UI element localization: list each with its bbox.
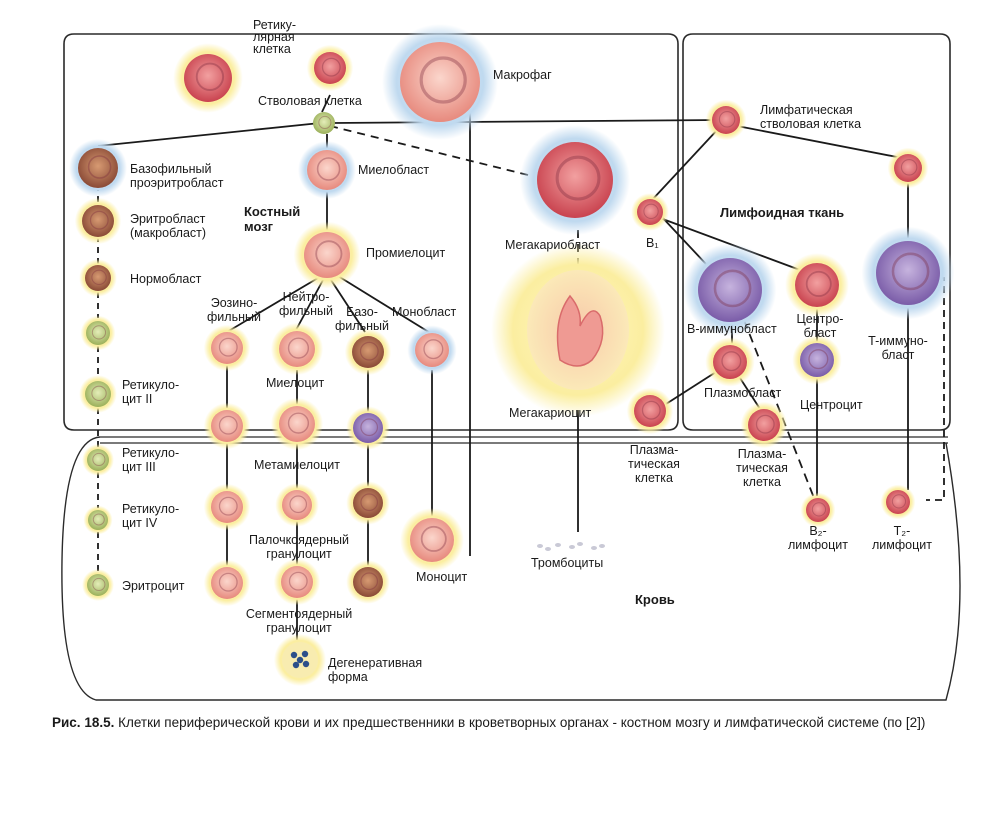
basophilic-proerythroblast-label: Базофильный проэритробласт [130, 162, 224, 190]
eosinophilic-band-illustration [203, 483, 251, 531]
plasma-cell-1-label: Плазма- тическая клетка [628, 443, 680, 485]
basophilic-band-illustration [346, 481, 390, 525]
neutrophilic-segmented-illustration [273, 558, 321, 606]
figure-number: Рис. 18.5. [52, 715, 115, 730]
macrophage-label: Макрофаг [493, 68, 552, 82]
myelocyte-label: Миелоцит [266, 376, 325, 390]
basophilic-segmented-illustration [346, 560, 390, 604]
reticular-cell-label: Ретику- лярная клетка [253, 18, 297, 56]
t-immunoblast-label: T-иммуно- бласт [868, 334, 928, 362]
centroblast-label: Центро- бласт [796, 312, 844, 340]
promyelocyte-illustration [293, 221, 361, 289]
eosinophilic-metamyelocyte-illustration [203, 402, 251, 450]
normoblast-label: Нормобласт [130, 272, 202, 286]
neutrophilic-label: Нейтро- фильный [279, 290, 333, 318]
basophilic-myelocyte-illustration [344, 328, 392, 376]
bone-marrow-frame [63, 33, 679, 431]
blood-label: Кровь [635, 592, 675, 607]
basophilic-label: Базо- фильный [335, 305, 389, 333]
segmented-granulocyte-label: Сегментоядерный гранулоцит [245, 607, 353, 635]
neutrophilic-metamyelocyte-illustration [270, 397, 324, 451]
plasmoblast-label: Плазмобласт [704, 386, 782, 400]
reticular-cell-illustration [173, 43, 243, 113]
myeloblast-label: Миелобласт [358, 163, 430, 177]
t2-lymphocyte-label: T₂- лимфоцит [872, 524, 932, 552]
plasma-cell-2-label: Плазма- тическая клетка [736, 447, 788, 489]
eosinophilic-label: Эозино- фильный [207, 296, 261, 324]
neutrophilic-myelocyte-illustration [270, 322, 324, 376]
lymphocyte-t-precursor-illustration [887, 147, 929, 189]
eosinophilic-myelocyte-illustration [203, 324, 251, 372]
degenerative-form-label: Дегенеративная форма [328, 656, 423, 684]
centrocyte-label: Центроцит [800, 398, 863, 412]
lymphoid-tissue-frame [682, 33, 951, 431]
basophilic-proerythroblast-illustration [69, 139, 127, 197]
eosinophilic-segmented-illustration [203, 559, 251, 607]
cells [69, 24, 955, 687]
reticulocyte-3-label: Ретикуло- цит III [122, 446, 180, 474]
stem-cell-illustration [313, 112, 335, 134]
lymphatic-stem-cell-illustration [705, 99, 747, 141]
megakaryocyte-illustration [491, 243, 665, 417]
b2-lymphocyte-illustration [800, 492, 836, 528]
reticulocyte-4-illustration [83, 505, 113, 535]
erythroblast-illustration [74, 197, 122, 245]
normoblast-illustration [79, 259, 117, 297]
erythrocyte-label: Эритроцит [122, 579, 185, 593]
b-immunoblast-illustration [683, 243, 777, 337]
b-immunoblast-label: B-иммунобласт [687, 322, 777, 336]
blood-vessel-frame [61, 436, 961, 701]
megakaryoblast-illustration [519, 124, 631, 236]
stem-cell-label: Стволовая клетка [258, 94, 362, 108]
promyelocyte-label: Промиелоцит [366, 246, 446, 260]
macrophage-illustration [382, 24, 498, 140]
monoblast-illustration [407, 325, 457, 375]
reticular-cell-2-illustration [306, 44, 354, 92]
reticulocyte-2-illustration [79, 375, 117, 413]
bone-marrow-label: Костный мозг [244, 204, 301, 234]
monocyte-label: Моноцит [416, 570, 468, 584]
metamyelocyte-label: Метамиелоцит [254, 458, 340, 472]
degenerative-form-illustration [273, 633, 327, 687]
erythroblast-label: Эритробласт (макробласт) [130, 212, 207, 240]
reticulocyte-3-illustration [82, 444, 114, 476]
band-granulocyte-label: Палочкоядерный гранулоцит [249, 533, 349, 561]
monocyte-illustration [400, 508, 464, 572]
t-immunoblast-illustration [861, 226, 955, 320]
lymphatic-stem-cell-label: Лимфатическая стволовая клетка [760, 103, 862, 131]
t2-lymphocyte-illustration [880, 484, 916, 520]
reticulocyte-2-label: Ретикуло- цит II [122, 378, 180, 406]
neutrophilic-band-illustration [275, 483, 319, 527]
figure-caption: Рис. 18.5. Клетки периферической крови и… [52, 714, 962, 731]
basophilic-metamyelocyte-illustration [346, 406, 390, 450]
centroblast-illustration [785, 253, 849, 317]
megakaryocyte-label: Мегакариоцит [509, 406, 592, 420]
b1-label: B₁ [646, 236, 659, 250]
centrocyte-illustration [792, 335, 842, 385]
plasma-cell-2-illustration [740, 401, 788, 449]
megakaryoblast-label: Мегакариобласт [505, 238, 601, 252]
reticulocyte-4-label: Ретикуло- цит IV [122, 502, 180, 530]
b1-lymphocyte-illustration [631, 193, 669, 231]
platelets-label: Тромбоциты [531, 556, 604, 570]
platelets-illustration [537, 542, 605, 551]
figure-caption-text: Клетки периферической крови и их предшес… [114, 715, 926, 730]
lymphoid-tissue-label: Лимфоидная ткань [720, 205, 845, 220]
myeloblast-illustration [298, 141, 356, 199]
b2-lymphocyte-label: B₂- лимфоцит [788, 524, 848, 552]
erythroid-intermediate-illustration [80, 315, 116, 351]
plasmoblast-illustration [705, 337, 755, 387]
erythrocyte-illustration [82, 569, 114, 601]
monoblast-label: Монобласт [392, 305, 457, 319]
plasma-cell-1-illustration [626, 387, 674, 435]
